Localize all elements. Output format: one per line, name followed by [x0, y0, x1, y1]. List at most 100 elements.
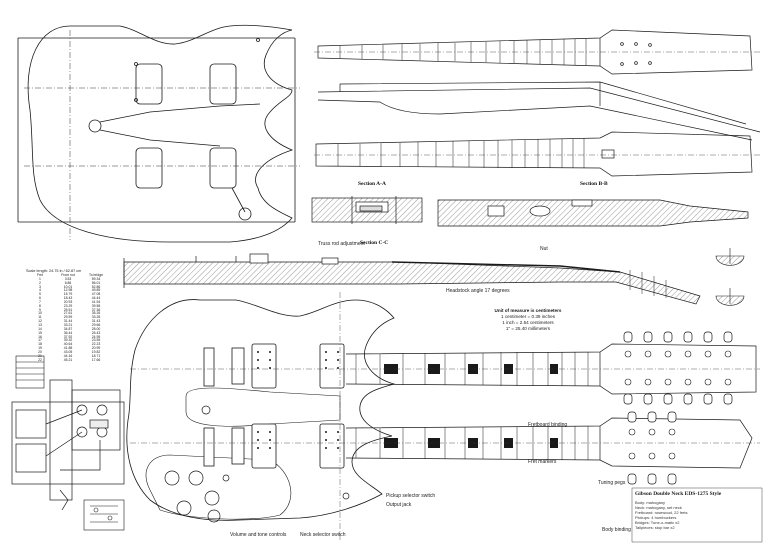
fret-table-row: 20 43.05 19.82	[26, 349, 110, 355]
fret-table-cell: 22.23	[91, 342, 101, 347]
fret-table-cell: 16	[38, 334, 42, 339]
section-cc-label: Section C-C	[360, 240, 389, 246]
section-cc-drawing	[123, 253, 701, 305]
cc-dimension-ticks	[629, 270, 667, 298]
fret-table-cell: 26.43	[91, 330, 101, 335]
label-nut: Nut	[540, 246, 548, 252]
fret-table-cell: 20	[38, 349, 42, 354]
title-block-frame	[631, 487, 763, 543]
fret-table-cell: 18.43	[63, 296, 73, 301]
spec-note-4: Pickups: 4 humbuckers	[635, 515, 677, 520]
label-tuning-pegs: Tuning pegs	[598, 480, 626, 486]
fret-table-cell: 36.44	[63, 330, 73, 335]
fret-table-cell: 20.99	[91, 346, 101, 351]
fret-table-cell: 35.26	[91, 311, 101, 316]
units-title: Unit of measure is centimeters	[494, 308, 562, 313]
spec-note-1: Body: mahogany	[635, 500, 666, 505]
fret-table-cell: 23.29	[63, 303, 73, 308]
fret-table-cell: 17	[38, 338, 42, 343]
fret-table-cell: 20.93	[63, 299, 73, 304]
fret-table-cell: 3	[39, 284, 41, 289]
fret-table-cell: 41.88	[63, 346, 73, 351]
small-schematic	[83, 499, 125, 531]
wiring-diagram	[11, 379, 125, 511]
fret-table-cell: 14	[38, 326, 42, 331]
fret-table-cell: 39.32	[63, 338, 73, 343]
fret-table-cell: 3.53	[64, 276, 72, 281]
fret-table-cell: 4	[39, 288, 41, 293]
title-block: Gibson Double Neck EDS-1275 Style Body: …	[635, 491, 760, 530]
label-fret-markers: Fret markers	[528, 459, 557, 465]
spec-note-6: Tailpieces: stop bar x2	[635, 525, 675, 530]
fret-table-cell: 59.34	[91, 276, 101, 281]
fret-table-cell: 23.55	[91, 338, 101, 343]
fret-table-cell: 5	[39, 292, 41, 297]
fret-table-cell: 8	[39, 303, 41, 308]
fret-table-cell: 6	[39, 296, 41, 301]
fret-table-cell: 18.71	[91, 353, 101, 358]
fret-table-cell: 10	[38, 311, 42, 316]
tuner-posts	[624, 350, 732, 460]
fret-table-cell: 31.44	[63, 319, 73, 324]
fret-table-cell: 2	[39, 280, 41, 285]
front-centerlines	[130, 292, 760, 540]
fret-table-title: Scale length: 24.75 in / 62.87 cm	[26, 269, 82, 273]
control-knobs	[164, 405, 350, 523]
fret-table-cell: 24.95	[91, 334, 101, 339]
fret-table-cell: 19.82	[91, 349, 101, 354]
fret-position-table: Scale length: 24.75 in / 62.87 cm Fret F…	[26, 268, 110, 362]
fret-table-cell: 49.89	[91, 288, 101, 293]
tuners	[623, 331, 733, 485]
fret-table-cell: 33.21	[63, 322, 73, 327]
fret-table-cell: 21	[38, 353, 42, 358]
detail-sections	[715, 248, 745, 306]
spec-note-5: Bridges: Tune-o-matic x2	[635, 520, 680, 525]
drawing-title: Gibson Double Neck EDS-1275 Style	[635, 491, 722, 497]
label-jack: Output jack	[386, 502, 412, 508]
fret-table-cell: 15	[38, 330, 42, 335]
fret-table-cell: 12.98	[63, 288, 73, 293]
label-pickup-selector: Pickup selector switch	[386, 493, 436, 499]
fret-table-row: 17 39.32 23.55	[26, 338, 110, 343]
label-body-binding: Body binding	[602, 527, 631, 533]
body-front-view	[126, 299, 396, 521]
fret-table-cell: 47.08	[91, 292, 101, 297]
section-bb-label: Section B-B	[580, 181, 608, 187]
fret-table-cell: 29.66	[91, 322, 101, 327]
fret-table-cell: 56.01	[91, 280, 101, 285]
fret-table-row: 15 36.44 26.43	[26, 330, 110, 336]
fret-table-cell: 37.36	[91, 307, 101, 312]
fret-table-row: 4 12.98 49.89	[26, 289, 110, 293]
fret-table-cell: 13	[38, 322, 42, 327]
fret-table-header: Fret From nut To bridge	[26, 273, 110, 278]
units-line-3: 1" = 25.40 millimeters	[505, 326, 551, 331]
fret-table-cell: 44.16	[63, 353, 73, 358]
fret-table-cell: 22	[38, 357, 42, 362]
label-controls: Volume and tone controls	[230, 532, 287, 538]
pickup-poles	[257, 351, 339, 449]
section-aa-label: Section A-A	[358, 181, 386, 187]
label-truss-rod: Truss rod adjustment	[318, 241, 365, 247]
wiring-legend	[15, 355, 45, 389]
label-fretboard-binding: Fretboard binding	[528, 422, 568, 428]
fret-table-cell: 43.05	[63, 349, 73, 354]
fret-table-cell: 45.21	[63, 357, 73, 362]
fret-table-cell: 11	[38, 315, 42, 320]
fret-table-cell: 52.86	[91, 284, 101, 289]
fret-table-cell: 40.64	[63, 342, 73, 347]
fret-table-cell: 28.00	[91, 326, 101, 331]
units-note: Unit of measure is centimeters 1 centime…	[488, 308, 568, 332]
